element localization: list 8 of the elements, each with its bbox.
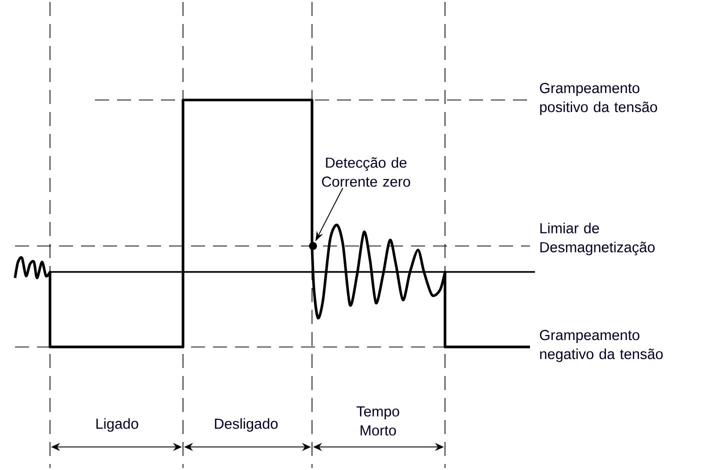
interval-label: Desligado <box>214 418 278 432</box>
callout-text: Detecção de Corrente zero <box>322 157 410 187</box>
level-label: Limiar de Desmagnetização <box>540 222 655 256</box>
level-label: Grampeamento positivo da tensão <box>540 82 658 116</box>
level-label: Grampeamento negativo da tensão <box>540 330 663 362</box>
interval-label: Tempo Morto <box>356 406 400 436</box>
zero-crossing-dot <box>309 242 317 250</box>
interval-label: Ligado <box>96 418 138 432</box>
